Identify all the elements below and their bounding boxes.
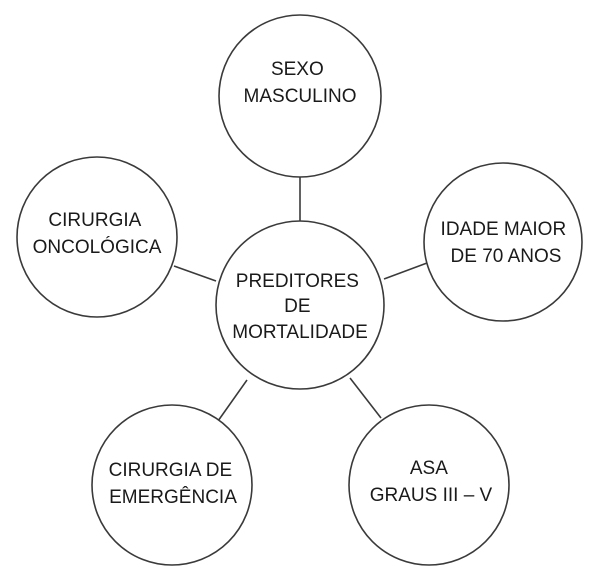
node-sexo-masculino-circle bbox=[218, 14, 382, 178]
connector-cirurgia-oncologica bbox=[173, 265, 217, 282]
center-label-line: MORTALIDADE bbox=[232, 322, 368, 343]
node-cirurgia-oncologica-label: CIRURGIA ONCOLÓGICA bbox=[33, 210, 162, 258]
node-sexo-masculino-label: SEXO MASCULINO bbox=[244, 59, 357, 107]
node-label-line: CIRURGIA DE bbox=[109, 460, 233, 481]
node-asa-graus-circle bbox=[348, 404, 510, 566]
node-label-line: ASA bbox=[410, 458, 448, 479]
node-idade-maior-70-label: IDADE MAIOR DE 70 ANOS bbox=[441, 219, 572, 267]
center-label: PREDITORES DE MORTALIDADE bbox=[232, 271, 368, 343]
node-label-line: SEXO bbox=[271, 59, 324, 80]
node-cirurgia-oncologica-circle bbox=[16, 156, 178, 318]
node-label-line: ONCOLÓGICA bbox=[33, 236, 162, 258]
center-label-line: PREDITORES bbox=[236, 271, 359, 292]
center-circle bbox=[215, 220, 385, 390]
node-label-line: DE 70 ANOS bbox=[451, 246, 562, 267]
node-label-line: CIRURGIA bbox=[48, 210, 141, 231]
node-label-line: GRAUS III – V bbox=[370, 485, 493, 506]
node-label-line: IDADE MAIOR bbox=[441, 219, 567, 240]
node-asa-graus-label: ASA GRAUS III – V bbox=[370, 458, 493, 506]
connector-idade-maior-70 bbox=[383, 262, 428, 280]
node-idade-maior-70-circle bbox=[423, 162, 583, 322]
connector-asa-graus bbox=[349, 377, 382, 419]
node-cirurgia-emergencia-circle bbox=[91, 404, 253, 566]
connector-cirurgia-emergencia bbox=[217, 379, 248, 422]
node-label-line: EMERGÊNCIA bbox=[109, 486, 237, 508]
center-label-line: DE bbox=[284, 296, 310, 317]
node-label-line: MASCULINO bbox=[244, 86, 357, 107]
node-cirurgia-emergencia-label: CIRURGIA DE EMERGÊNCIA bbox=[109, 460, 238, 508]
